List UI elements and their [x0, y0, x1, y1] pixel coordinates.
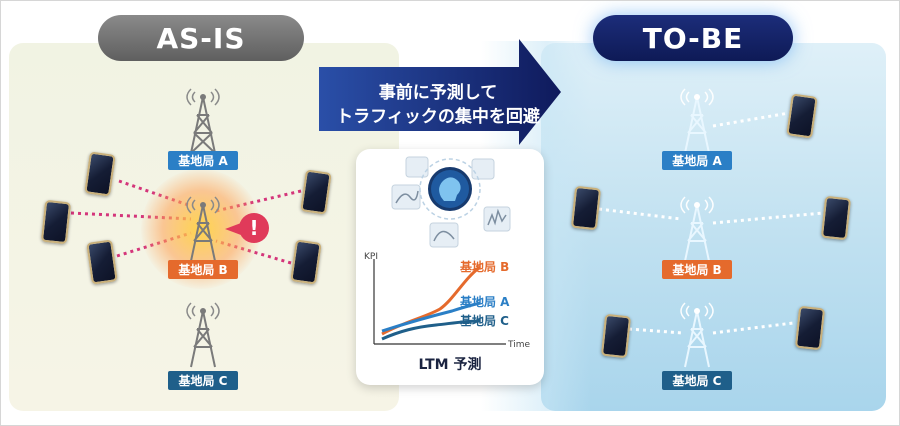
smartphone-icon [40, 199, 72, 245]
smartphone-icon [570, 185, 602, 231]
chart-icon [429, 222, 459, 248]
station-label-c: 基地局 C [662, 371, 732, 390]
chart-tile [405, 156, 429, 178]
arrow-text: 事前に予測して トラフィックの集中を回避 [319, 77, 557, 133]
ltm-illustration: KPI Time 基地局 B 基地局 A 基地局 C [364, 156, 530, 350]
cell-tower-icon [186, 88, 220, 154]
arrow-text-line1: 事前に予測して [378, 83, 498, 103]
ltm-prediction-card: KPI Time 基地局 B 基地局 A 基地局 C LTM 予測 [356, 149, 544, 385]
arrow-text-line2: トラフィックの集中を回避 [336, 107, 540, 127]
station-label-c: 基地局 C [168, 371, 238, 390]
smartphone-icon [794, 305, 826, 351]
connection-line [712, 211, 824, 225]
station-label-b: 基地局 B [662, 260, 732, 279]
cell-tower-icon [680, 88, 714, 154]
connection-line [712, 111, 790, 128]
warning-icon: ! [239, 213, 269, 243]
connection-line [628, 327, 684, 335]
series-a-label: 基地局 A [459, 294, 510, 309]
as-is-label: AS-IS [98, 15, 304, 61]
ltm-title: LTM 予測 [418, 357, 482, 373]
station-label-a: 基地局 A [662, 151, 732, 170]
series-c-line [381, 319, 481, 341]
smartphone-icon [820, 195, 852, 241]
to-be-label: TO-BE [593, 15, 793, 61]
chart-icon [391, 184, 421, 210]
chart-tile [471, 158, 495, 180]
cell-tower-icon [186, 302, 220, 368]
chart-icon [483, 206, 511, 232]
series-c-label: 基地局 C [459, 313, 509, 328]
series-a-line [381, 301, 481, 333]
connection-line [598, 207, 682, 221]
station-label-b: 基地局 B [168, 260, 238, 279]
smartphone-icon [600, 313, 632, 359]
x-axis-label: Time [507, 340, 530, 349]
cell-tower-icon [186, 196, 220, 262]
warning-pointer [225, 223, 241, 235]
series-b-label: 基地局 B [459, 259, 509, 274]
y-axis-label: KPI [364, 252, 378, 262]
cell-tower-icon [680, 196, 714, 262]
station-label-a: 基地局 A [168, 151, 238, 170]
connection-line [712, 321, 794, 335]
cell-tower-icon [680, 302, 714, 368]
transition-arrow: 事前に予測して トラフィックの集中を回避 [319, 39, 561, 145]
ai-brain-icon [419, 158, 481, 220]
arrow-shape-icon [319, 39, 561, 145]
